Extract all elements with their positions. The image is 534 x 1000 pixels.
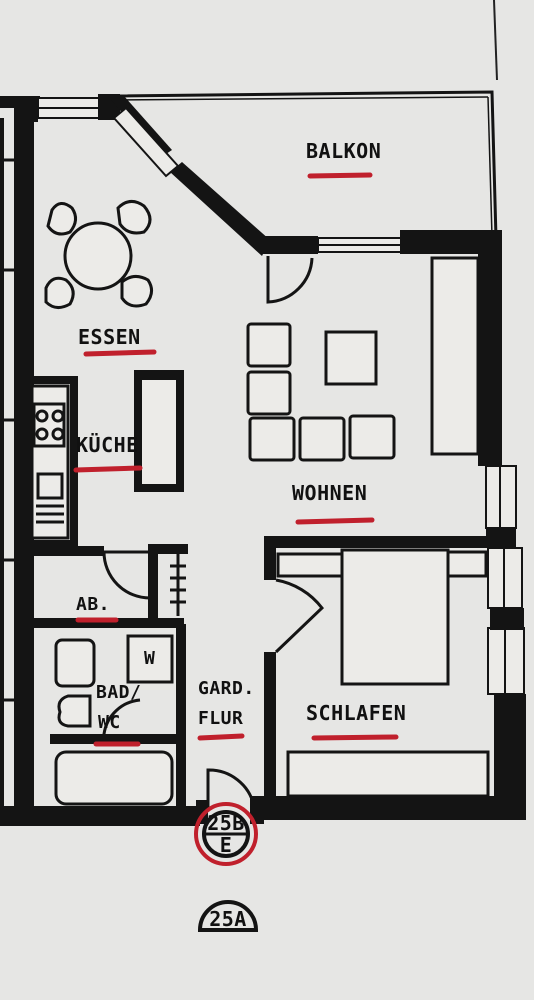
- underline-gard: [197, 733, 245, 741]
- unit-marker-red-ring: [194, 802, 258, 866]
- storage-door: [102, 550, 151, 600]
- label-w-mark: W: [144, 648, 155, 669]
- dining-top-wall: [30, 94, 120, 122]
- storage-walls: [24, 544, 188, 628]
- diagonal-wall-window: [108, 96, 270, 256]
- dining-table-set: [44, 200, 153, 309]
- bedroom-walls: [264, 536, 490, 806]
- label-balkon: BALKON: [306, 139, 381, 163]
- kitchen-island: [134, 370, 184, 492]
- label-gard-line2: FLUR: [198, 708, 243, 729]
- balcony-door: [266, 256, 314, 304]
- living-furniture: [246, 256, 480, 462]
- underline-essen: [83, 349, 157, 357]
- underline-kueche: [73, 465, 143, 473]
- underline-schlafen: [311, 734, 399, 741]
- label-bad-line2: WC: [98, 712, 121, 733]
- underline-balkon: [307, 172, 373, 179]
- label-wohnen: WOHNEN: [292, 481, 367, 505]
- label-gard-line1: GARD.: [198, 678, 255, 699]
- sheet-edge-line: [493, 0, 498, 81]
- kitchen-walls: [30, 376, 78, 550]
- bedroom-door: [274, 578, 325, 654]
- balcony-outline: [117, 90, 498, 239]
- bottom-wall: [0, 796, 524, 826]
- coat-rack: [170, 552, 186, 616]
- entrance-door: [196, 768, 264, 824]
- label-essen: ESSEN: [78, 325, 141, 349]
- right-outer-wall: [478, 230, 526, 820]
- label-bad-line1: BAD/: [96, 682, 141, 703]
- bath-walls: [24, 624, 186, 820]
- living-top-wall: [262, 230, 502, 254]
- underline-wohnen: [295, 517, 375, 525]
- unit-marker-25b: 25B E: [194, 802, 258, 866]
- label-ab: AB.: [76, 594, 110, 615]
- unit-marker-top-text: 25B: [207, 811, 245, 835]
- unit-marker-25a: 25A: [197, 900, 259, 932]
- bed: [276, 548, 490, 798]
- label-kueche: KÜCHE: [76, 433, 139, 457]
- bath-fixtures: [54, 634, 174, 806]
- kitchen-counter: [30, 384, 70, 540]
- unit-marker-bottom-text: E: [220, 833, 233, 857]
- label-schlafen: SCHLAFEN: [306, 701, 406, 725]
- unit-marker-25a-text: 25A: [209, 907, 247, 931]
